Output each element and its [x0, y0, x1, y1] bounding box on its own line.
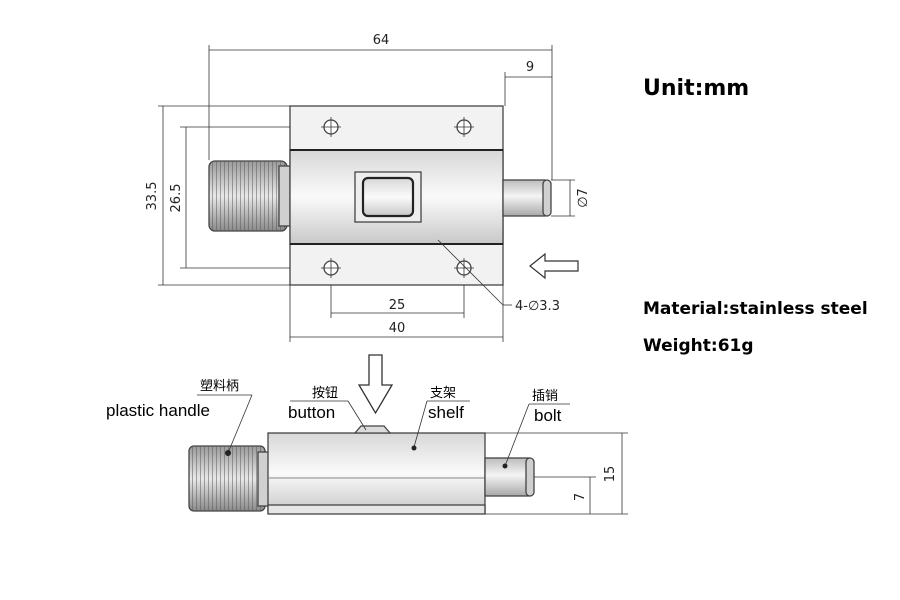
svg-text:9: 9	[526, 60, 534, 75]
label-button: 按钮 button	[288, 386, 367, 431]
side-body	[267, 432, 486, 514]
svg-text:40: 40	[389, 321, 406, 336]
dim-body-height: 26.5	[169, 126, 290, 269]
svg-text:shelf: shelf	[428, 403, 464, 422]
top-button	[354, 171, 422, 223]
callout-mount-holes: 4-∅3.3	[437, 239, 560, 314]
dim-bolt-diameter: ∅7	[551, 179, 591, 217]
side-plate	[267, 504, 486, 515]
mount-hole	[454, 258, 474, 278]
svg-text:7: 7	[573, 493, 588, 501]
weight-label: Weight:61g	[643, 336, 754, 356]
svg-text:64: 64	[373, 33, 390, 48]
side-bolt	[484, 457, 535, 497]
top-handle	[208, 160, 292, 232]
top-bolt	[502, 179, 552, 217]
dim-total-height: 33.5	[145, 105, 290, 286]
view-arrow-icon	[357, 354, 394, 415]
svg-text:button: button	[288, 403, 335, 422]
svg-text:塑料柄: 塑料柄	[200, 379, 239, 394]
svg-text:25: 25	[389, 298, 406, 313]
svg-text:∅7: ∅7	[576, 188, 591, 208]
push-arrow-icon	[529, 252, 579, 280]
svg-text:bolt: bolt	[534, 406, 562, 425]
label-plastic-handle: 塑料柄 plastic handle	[106, 379, 253, 456]
unit-label: Unit:mm	[643, 76, 750, 101]
svg-text:plastic handle: plastic handle	[106, 401, 210, 420]
material-label: Material:stainless steel	[643, 299, 868, 319]
dim-hole-spacing: 25	[330, 285, 465, 318]
svg-text:4-∅3.3: 4-∅3.3	[515, 299, 560, 314]
side-handle	[188, 445, 271, 512]
dim-side-bolt-height: 7	[534, 476, 596, 514]
mount-hole	[321, 258, 341, 278]
dim-bolt-extension: 9	[504, 60, 552, 106]
side-button	[353, 425, 392, 434]
mount-hole	[321, 117, 341, 137]
svg-text:支架: 支架	[430, 386, 456, 401]
dim-side-height: 15	[485, 432, 628, 515]
svg-text:插销: 插销	[532, 389, 558, 404]
top-view: 64 9 33.5 26.5 ∅7	[145, 33, 591, 342]
label-bolt: 插销 bolt	[502, 389, 570, 469]
mount-hole	[454, 117, 474, 137]
svg-text:26.5: 26.5	[169, 184, 184, 213]
svg-text:按钮: 按钮	[312, 386, 338, 401]
dim-plate-width: 40	[289, 285, 504, 342]
side-view: 15 7 塑料柄 plastic handle 按钮 button 支架	[106, 379, 628, 515]
dim-overall-length: 64	[208, 33, 553, 180]
svg-text:33.5: 33.5	[145, 182, 160, 211]
svg-text:15: 15	[603, 466, 618, 483]
label-shelf: 支架 shelf	[411, 386, 470, 451]
